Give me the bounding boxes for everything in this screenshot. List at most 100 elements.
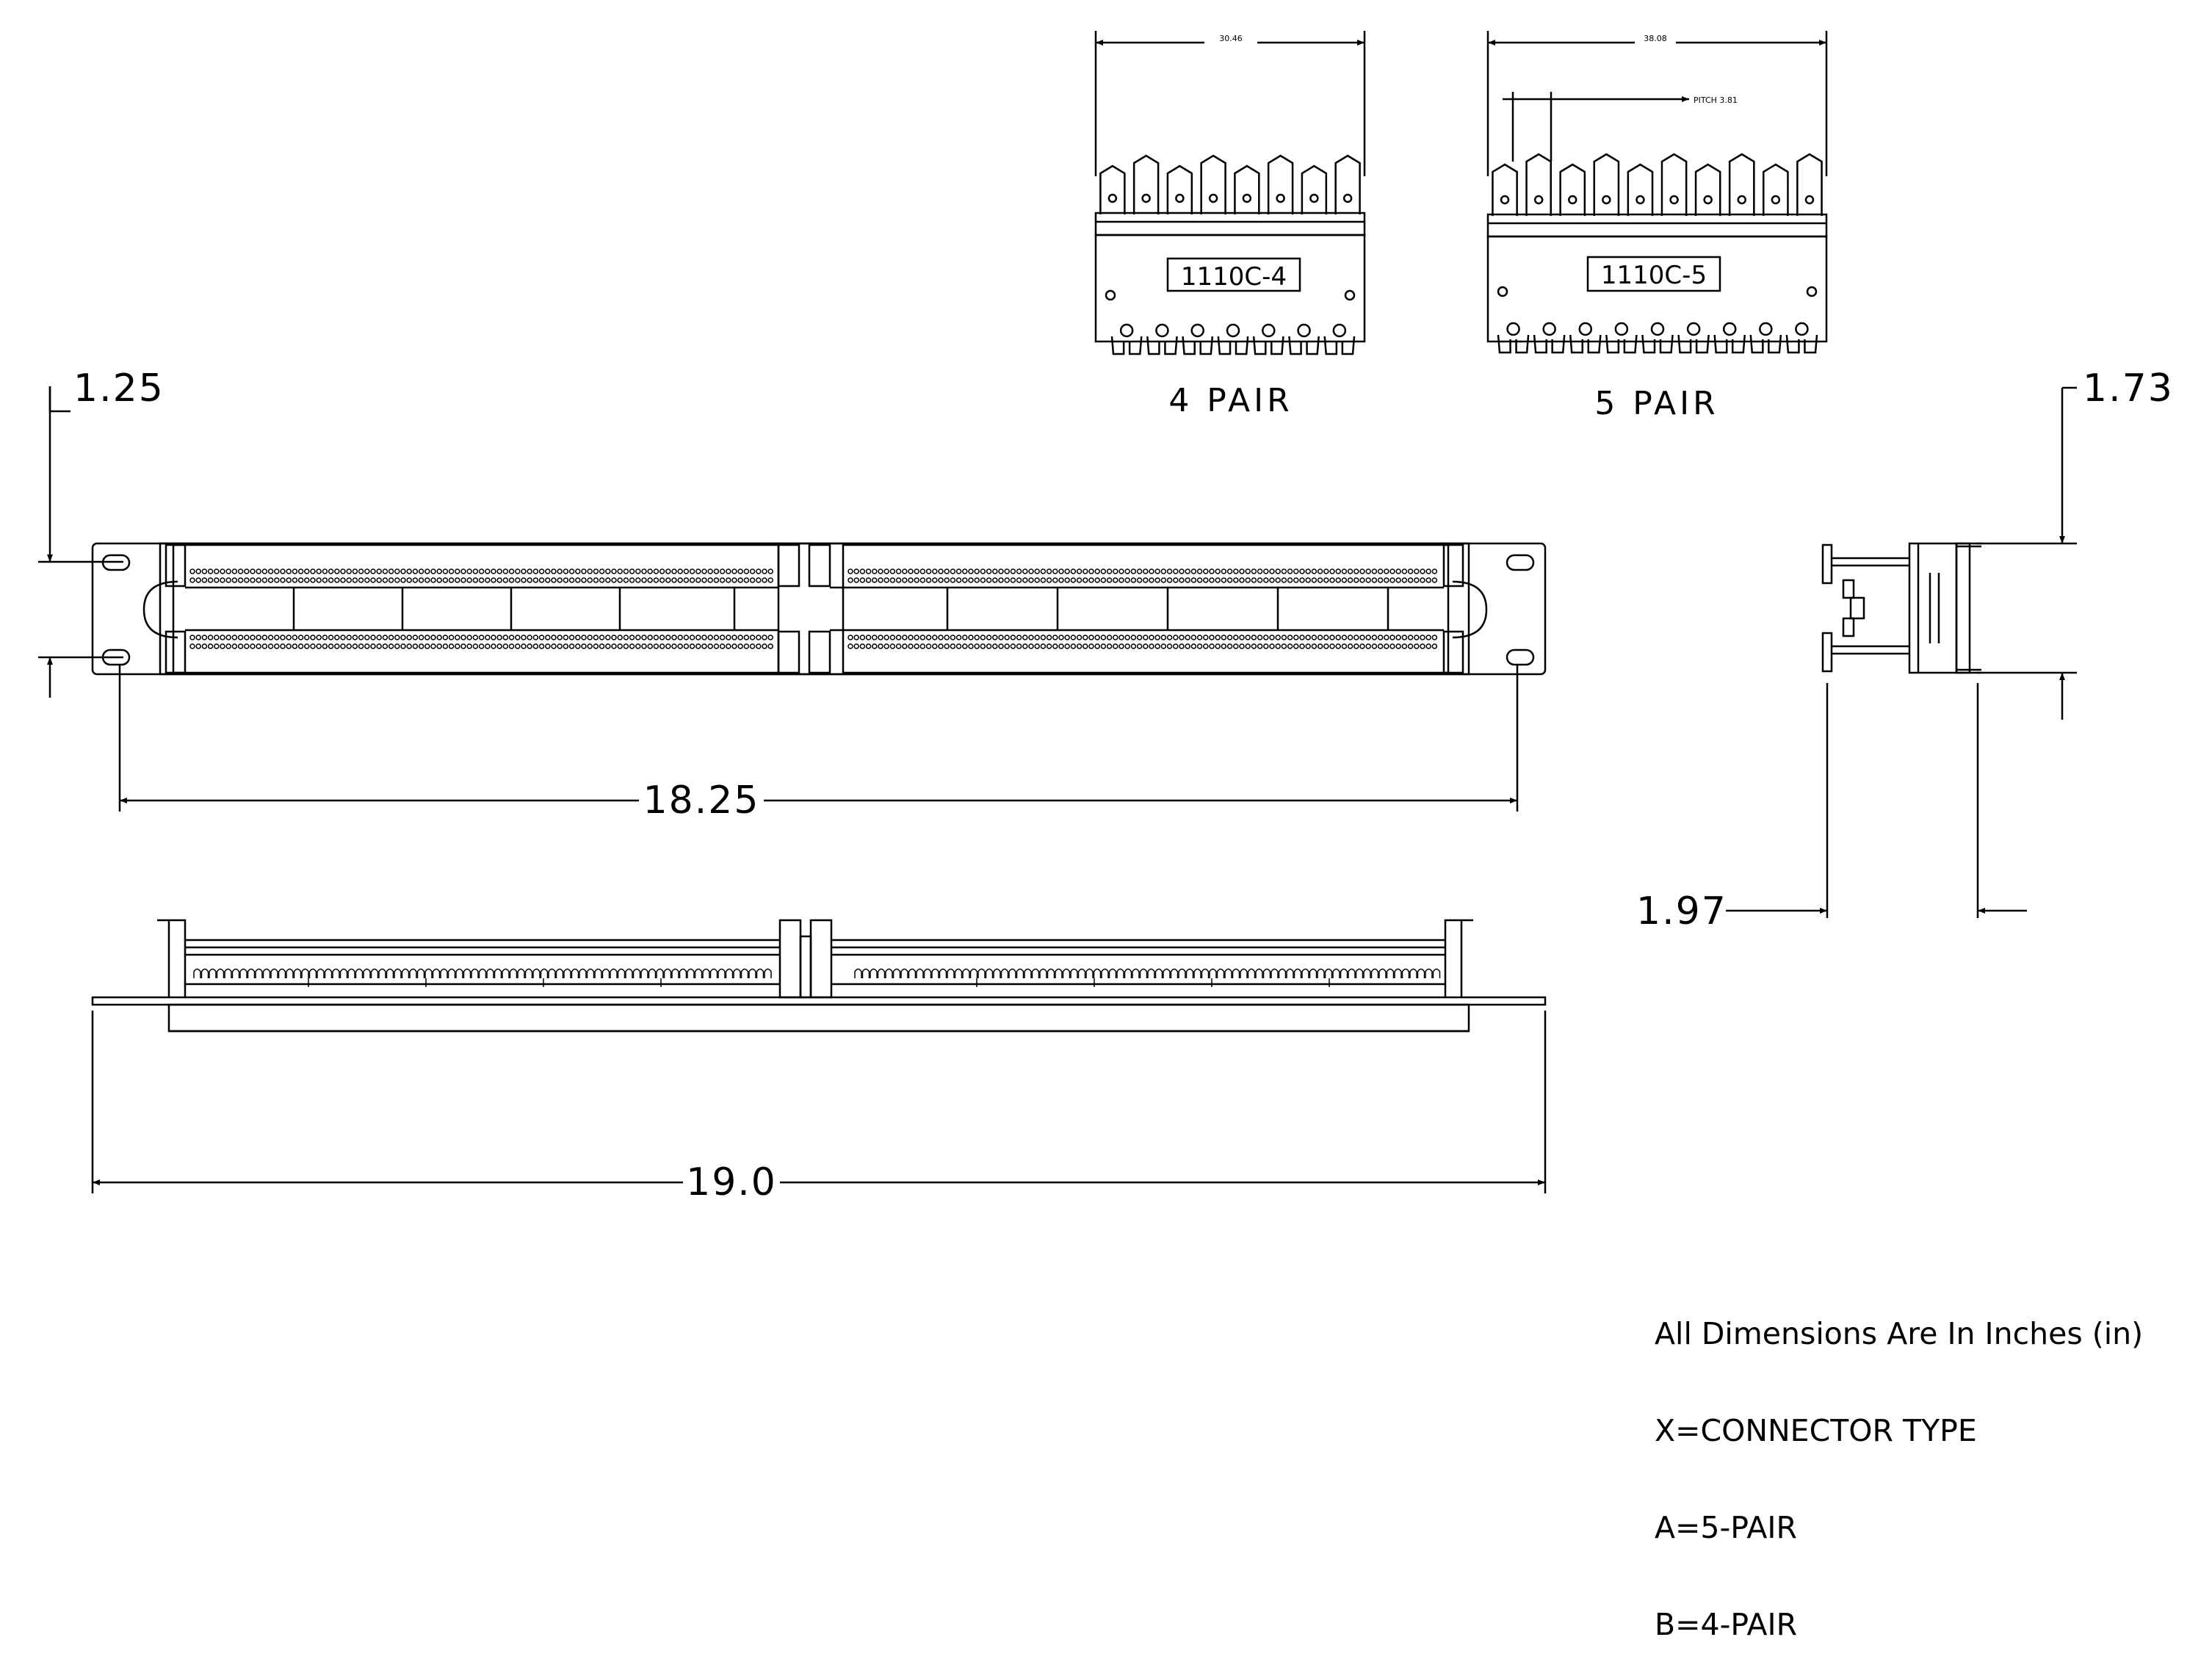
- termination-pin: [316, 568, 322, 574]
- termination-pin: [358, 577, 364, 583]
- termination-pin: [635, 568, 641, 574]
- termination-pin: [189, 643, 195, 649]
- termination-pin: [872, 643, 878, 649]
- termination-pin: [322, 643, 328, 649]
- termination-pin: [617, 635, 623, 640]
- termination-clip: [854, 968, 862, 978]
- termination-pin: [859, 577, 866, 583]
- connector-foot: [1587, 334, 1602, 354]
- connector-tooth: [1559, 163, 1586, 216]
- termination-pin: [250, 643, 256, 649]
- termination-pin: [455, 643, 460, 649]
- termination-pin: [538, 635, 545, 640]
- termination-pin: [950, 577, 956, 583]
- termination-clip: [509, 968, 518, 978]
- termination-pin: [1070, 635, 1077, 640]
- termination-pin: [207, 568, 214, 574]
- termination-pin: [231, 568, 238, 574]
- termination-pin: [1425, 568, 1431, 574]
- termination-pin: [587, 568, 593, 574]
- termination-clip: [1201, 968, 1210, 978]
- termination-clip: [209, 968, 217, 978]
- termination-pin: [895, 577, 902, 583]
- termination-pin: [1010, 577, 1016, 583]
- connector-foot: [1128, 336, 1143, 355]
- termination-pin: [1215, 577, 1221, 583]
- termination-pin: [225, 635, 231, 640]
- connector-contact-hole: [1141, 193, 1151, 203]
- termination-pin: [1365, 577, 1371, 583]
- connector-contact-hole: [1568, 195, 1577, 205]
- termination-clip: [1432, 968, 1441, 978]
- termination-pin: [424, 643, 430, 649]
- connector-foot: [1695, 334, 1710, 354]
- termination-pin: [1257, 577, 1263, 583]
- termination-pin: [671, 568, 677, 574]
- termination-pin: [1100, 577, 1107, 583]
- termination-pin: [545, 635, 551, 640]
- termination-pin: [1028, 635, 1034, 640]
- termination-pin: [1118, 568, 1124, 574]
- termination-pin: [1257, 643, 1263, 649]
- connector-5pair-drawing: [1486, 31, 1828, 354]
- termination-pin: [1100, 635, 1107, 640]
- connector-4pair-width-dim: 30.46: [1219, 34, 1243, 43]
- termination-pin: [859, 643, 866, 649]
- termination-clip: [687, 968, 695, 978]
- termination-clip: [885, 968, 893, 978]
- side-depth-dim-label: 1.97: [1636, 889, 1727, 933]
- connector-foot: [1641, 334, 1656, 354]
- termination-pin: [767, 635, 773, 640]
- termination-pin: [442, 643, 449, 649]
- termination-pin: [677, 643, 683, 649]
- connector-contact-hole: [1309, 193, 1319, 203]
- connector-bottom-hole: [1722, 322, 1737, 336]
- termination-pin: [731, 635, 737, 640]
- termination-pin: [1353, 643, 1359, 649]
- termination-pin: [707, 577, 713, 583]
- termination-pin: [1251, 568, 1257, 574]
- termination-pin: [286, 568, 292, 574]
- termination-pin: [853, 635, 859, 640]
- termination-pin: [980, 635, 986, 640]
- termination-pin: [1377, 577, 1384, 583]
- termination-pin: [737, 568, 743, 574]
- termination-pin: [1263, 577, 1269, 583]
- termination-pin: [1064, 568, 1070, 574]
- termination-clip: [931, 968, 939, 978]
- termination-pin: [1335, 568, 1341, 574]
- termination-pin: [726, 643, 731, 649]
- termination-pin: [726, 635, 731, 640]
- termination-pin: [701, 577, 707, 583]
- termination-pin: [1384, 643, 1389, 649]
- termination-pin: [593, 568, 599, 574]
- connector-foot: [1199, 336, 1214, 355]
- termination-pin: [1190, 568, 1197, 574]
- termination-pin: [1034, 635, 1040, 640]
- termination-clip: [640, 968, 648, 978]
- termination-pin: [599, 635, 605, 640]
- termination-pin: [883, 643, 889, 649]
- termination-pin: [767, 568, 773, 574]
- termination-pin: [1173, 643, 1179, 649]
- termination-pin: [1040, 577, 1047, 583]
- termination-pin: [1245, 635, 1251, 640]
- termination-pin: [629, 635, 635, 640]
- termination-pin: [611, 568, 617, 574]
- termination-pin: [1130, 635, 1137, 640]
- termination-pin: [201, 568, 208, 574]
- termination-clip: [1016, 968, 1024, 978]
- termination-pin: [1305, 635, 1311, 640]
- termination-pin: [1245, 643, 1251, 649]
- termination-pin: [502, 635, 509, 640]
- termination-pin: [1160, 635, 1167, 640]
- termination-pin: [968, 635, 974, 640]
- termination-pin: [998, 568, 1004, 574]
- termination-clip: [947, 968, 955, 978]
- termination-pin: [665, 568, 671, 574]
- termination-pin: [532, 568, 539, 574]
- termination-pin: [992, 635, 998, 640]
- termination-pin: [889, 635, 896, 640]
- termination-pin: [1275, 568, 1281, 574]
- connector-tooth: [1200, 154, 1226, 214]
